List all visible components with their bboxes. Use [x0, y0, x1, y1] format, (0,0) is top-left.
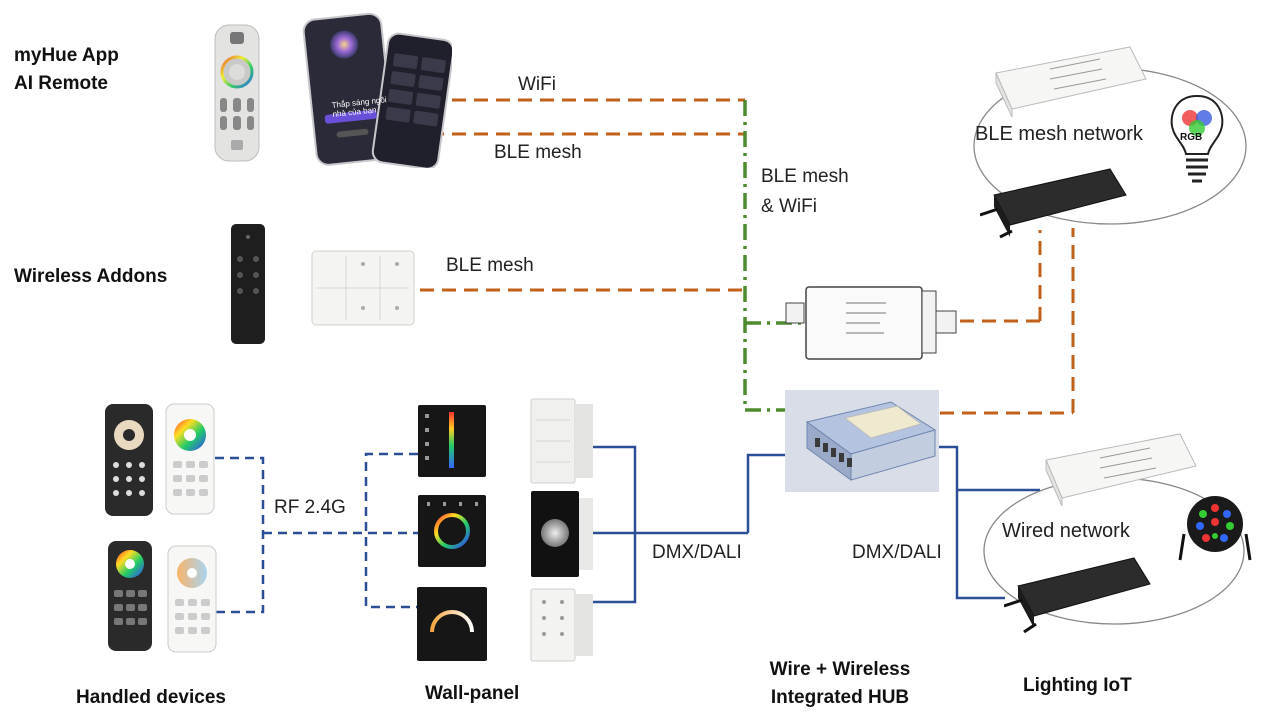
driver-icon	[979, 168, 1127, 239]
handheld-remote-white-1	[165, 403, 215, 520]
remote-icon	[108, 541, 152, 651]
wifi-link-label: WiFi	[518, 74, 556, 95]
driver-icon	[785, 286, 957, 360]
wired-driver-white	[1040, 430, 1200, 511]
ble-app-link-label: BLE mesh	[494, 142, 582, 163]
wireless-remote-device	[230, 223, 266, 350]
wall-switch-icon	[311, 250, 415, 326]
smartphone-icon	[302, 12, 455, 170]
handheld-remote-white-2	[167, 545, 217, 658]
driver-icon	[995, 46, 1147, 118]
remote-icon	[231, 224, 265, 344]
driver-icon	[1003, 557, 1151, 634]
dimmer-knob-icon	[417, 587, 487, 661]
ble-network-label: BLE mesh network	[975, 123, 1143, 145]
dimmer-knob-icon	[531, 491, 593, 577]
wall-panel-label: Wall-panel	[425, 683, 520, 704]
ble-controller-device	[776, 283, 962, 366]
lighting-iot-label: Lighting IoT	[1023, 675, 1132, 696]
wall-panel-dimmer	[416, 586, 488, 667]
integrated-hub-device	[785, 390, 939, 492]
wall-switch-white-1	[530, 398, 596, 489]
dmx-right-label: DMX/DALI	[852, 542, 942, 563]
par-light	[1178, 494, 1252, 571]
hub-label-line1: Wire + Wireless	[769, 659, 911, 680]
wall-switch-icon	[530, 398, 593, 484]
color-wheel-icon	[418, 495, 486, 567]
remote-icon	[167, 545, 217, 653]
ble-driver-white	[990, 43, 1150, 122]
wireless-switch-device	[311, 250, 415, 331]
rf-link-label: RF 2.4G	[274, 497, 346, 518]
hub-icon	[805, 401, 937, 481]
remote-label: AI Remote	[14, 73, 108, 94]
app-label: myHue App	[14, 45, 119, 66]
bulb-icon	[1170, 94, 1224, 183]
wall-panel-rgb-bar	[417, 404, 487, 483]
ble-wifi-label-1: BLE mesh	[761, 166, 849, 187]
wall-switch-white-2	[530, 588, 596, 667]
rgb-badge: RGB	[1180, 132, 1203, 143]
rgb-bulb: RGB	[1168, 94, 1226, 195]
par-light-icon	[1178, 496, 1252, 561]
color-wheel-icon	[165, 403, 215, 515]
hub-label-line2: Integrated HUB	[770, 687, 910, 708]
ai-remote-device	[214, 24, 260, 167]
handheld-remote-black-1	[104, 403, 154, 522]
ble-driver-black	[979, 165, 1140, 254]
wired-driver-black	[1003, 554, 1164, 645]
driver-icon	[1045, 433, 1197, 507]
wall-switch-icon	[418, 405, 486, 477]
wireless-addons-label: Wireless Addons	[14, 266, 168, 287]
remote-icon	[214, 24, 260, 162]
ble-wifi-label-2: & WiFi	[761, 196, 817, 217]
dmx-left-label: DMX/DALI	[652, 542, 742, 563]
ble-addon-link-label: BLE mesh	[446, 255, 534, 276]
wall-panel-color-wheel	[417, 494, 487, 573]
handheld-remote-black-2	[107, 540, 153, 657]
remote-icon	[105, 404, 153, 516]
hub-label: Wire + Wireless Integrated HUB	[763, 656, 917, 712]
handled-devices-label: Handled devices	[76, 687, 226, 708]
wired-network-label: Wired network	[1002, 520, 1130, 542]
wall-dimmer-black	[530, 490, 596, 583]
myhue-app-phones: Thắp sáng ngôi nhà của bạn	[302, 12, 455, 173]
wall-switch-icon	[530, 588, 593, 662]
app-category-label: myHue App AI Remote	[14, 42, 119, 98]
